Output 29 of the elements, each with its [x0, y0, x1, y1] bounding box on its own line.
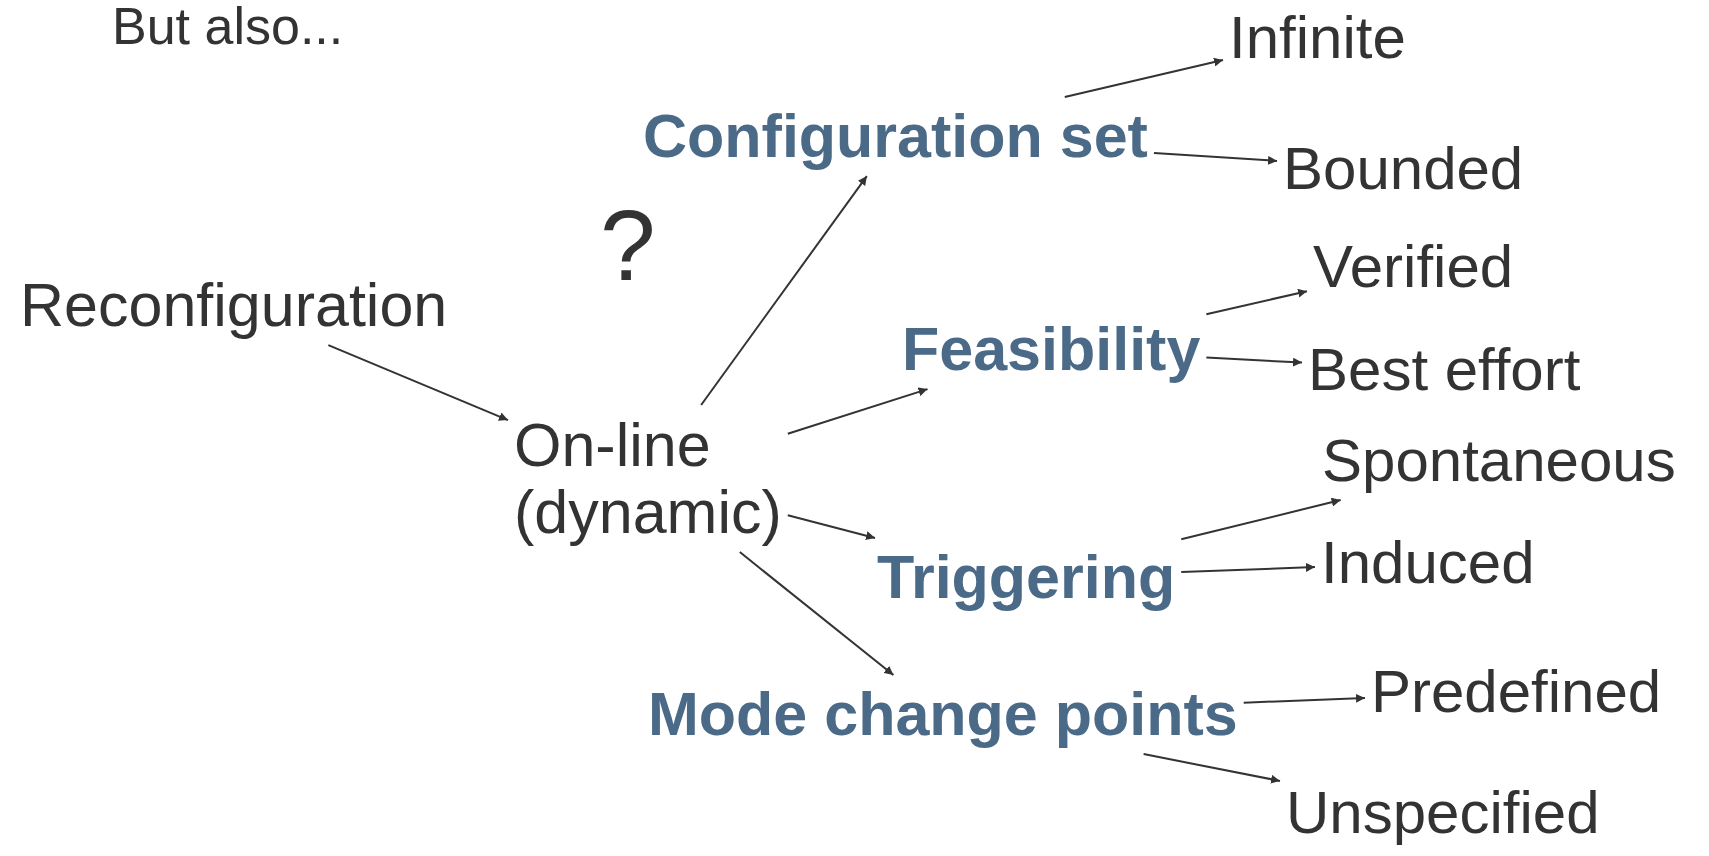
arrow — [786, 514, 877, 541]
option-text: Infinite — [1229, 5, 1406, 71]
arrow — [700, 175, 868, 406]
arrow — [738, 551, 895, 676]
arrow — [1152, 152, 1278, 165]
category-text: Mode change points — [648, 681, 1238, 749]
arrow — [1180, 562, 1316, 573]
option-text: Verified — [1313, 234, 1514, 300]
arrow — [1063, 57, 1224, 98]
category-text: Triggering — [877, 544, 1176, 612]
option-text: Unspecified — [1286, 780, 1600, 846]
option-text: Induced — [1321, 530, 1535, 596]
category-text: Feasibility — [902, 316, 1201, 384]
concept-text: Reconfiguration — [20, 272, 448, 340]
category-text: Configuration set — [643, 103, 1148, 171]
arrow — [1180, 497, 1342, 541]
arrow — [1142, 753, 1281, 784]
arrow — [786, 387, 929, 435]
arrow — [1205, 356, 1303, 367]
option-text: Predefined — [1371, 659, 1662, 725]
slide-title: But also... — [112, 0, 344, 56]
arrow — [1205, 288, 1308, 316]
question-mark: ? — [600, 195, 656, 295]
option-text: Bounded — [1283, 136, 1524, 202]
concept-text: On-line (dynamic) — [514, 412, 804, 547]
arrow — [327, 344, 509, 422]
option-text: Best effort — [1308, 337, 1581, 403]
option-text: Spontaneous — [1322, 428, 1676, 494]
arrow — [1242, 693, 1366, 704]
